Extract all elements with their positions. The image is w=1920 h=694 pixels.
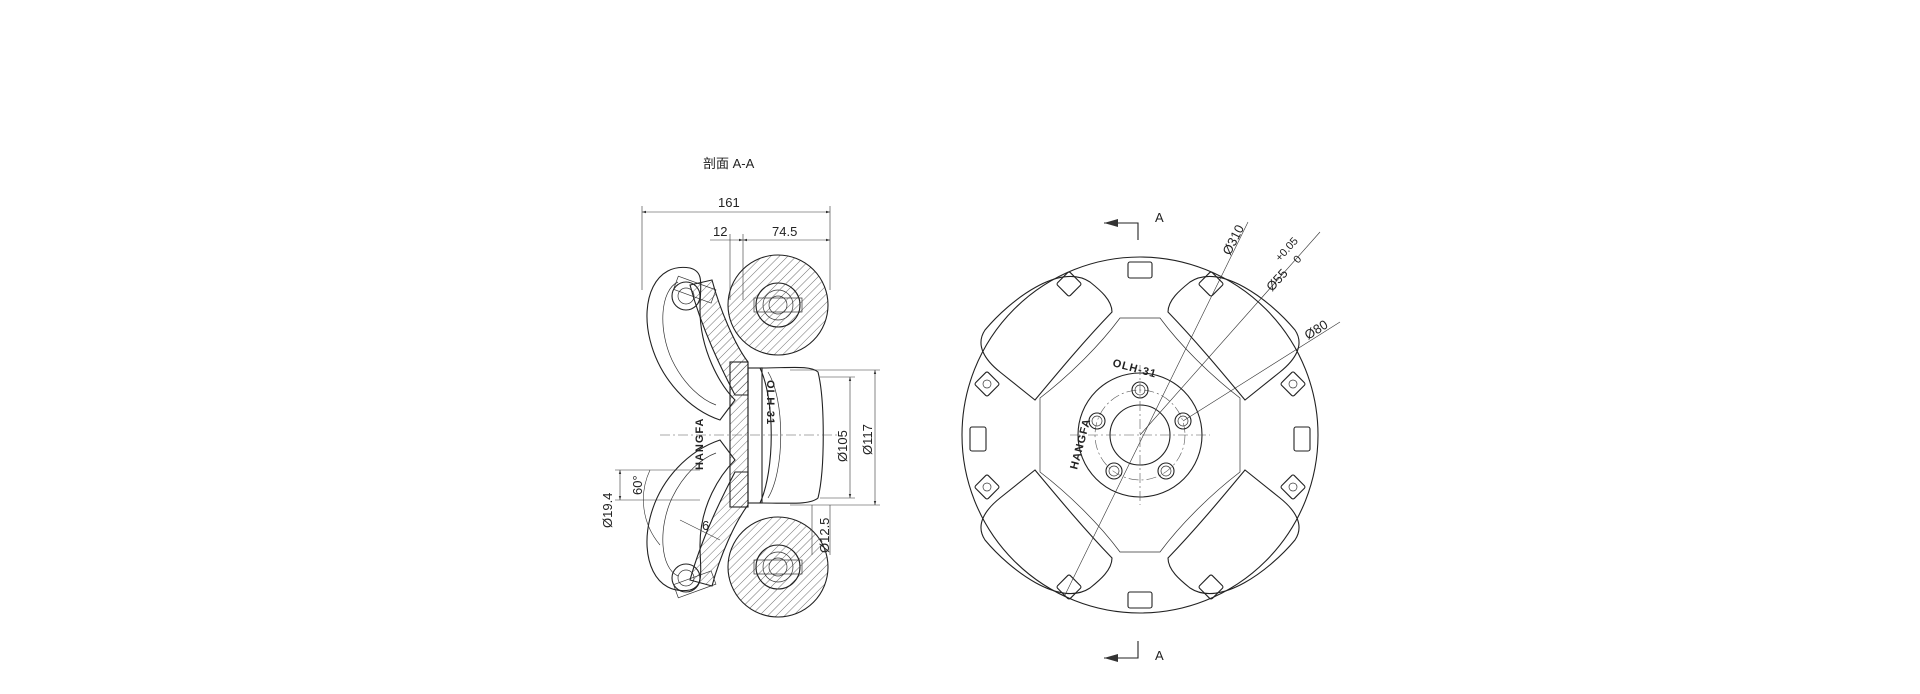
dimension-12-74-5: 12 74.5 [710, 224, 830, 300]
dim-half-width: 74.5 [772, 224, 797, 239]
dim-pin-12-5: Ø12.5 [817, 518, 832, 553]
pad-top-left [980, 275, 1113, 401]
mounting-clips [969, 261, 1311, 609]
dimension-161: 161 [641, 195, 831, 290]
leader-55: Ø55 +0.05 0 [1139, 231, 1321, 436]
brand-front: HANGFA [1068, 417, 1093, 471]
section-marker-top: A [1104, 210, 1164, 240]
dim-overall-width: 161 [718, 195, 740, 210]
roller-pads [980, 275, 1300, 595]
section-title: 剖面 A-A [703, 156, 755, 171]
brand-left: HANGFA [694, 418, 706, 470]
dim-small-6: 6 [702, 518, 709, 533]
center-barrel-inner [767, 371, 782, 499]
dimension-12-5: Ø12.5 [811, 505, 832, 555]
dim-angle-60: 60° [630, 475, 645, 495]
right-lower-roller [727, 516, 829, 618]
dimension-bore: Ø105 Ø117 [790, 369, 880, 506]
pad-bottom-left [980, 469, 1113, 595]
dim-outer-310: Ø310 [1219, 222, 1247, 257]
section-view: 剖面 A-A 161 12 74.5 [600, 156, 880, 618]
dim-pin-19-4: Ø19.4 [600, 493, 615, 528]
dim-hub-offset: 12 [713, 224, 727, 239]
left-upper-roller-inner [662, 281, 717, 406]
pad-bottom-right [1167, 469, 1300, 595]
hub-bore [747, 367, 763, 504]
left-lower-roller-inner [662, 452, 717, 577]
section-marker-bottom: A [1104, 641, 1164, 663]
dim-bore-105: Ø105 [835, 430, 850, 462]
hub-core [729, 361, 749, 508]
right-upper-roller [727, 254, 829, 356]
section-marker-bottom-label: A [1155, 648, 1164, 663]
leader-310: Ø310 [1064, 221, 1249, 596]
dim-tol-lower: 0 [1291, 253, 1304, 266]
section-marker-top-label: A [1155, 210, 1164, 225]
leader-80: Ø80 [1182, 317, 1341, 422]
dimension-19-4-angle: Ø19.4 60° 6 [600, 469, 721, 546]
outer-rim [961, 256, 1319, 614]
dim-pcd-80: Ø80 [1302, 317, 1331, 343]
hub-spokes [1039, 317, 1241, 553]
dim-bore-117: Ø117 [860, 424, 875, 455]
pad-top-right [1167, 275, 1300, 401]
front-view: A A [961, 210, 1341, 663]
